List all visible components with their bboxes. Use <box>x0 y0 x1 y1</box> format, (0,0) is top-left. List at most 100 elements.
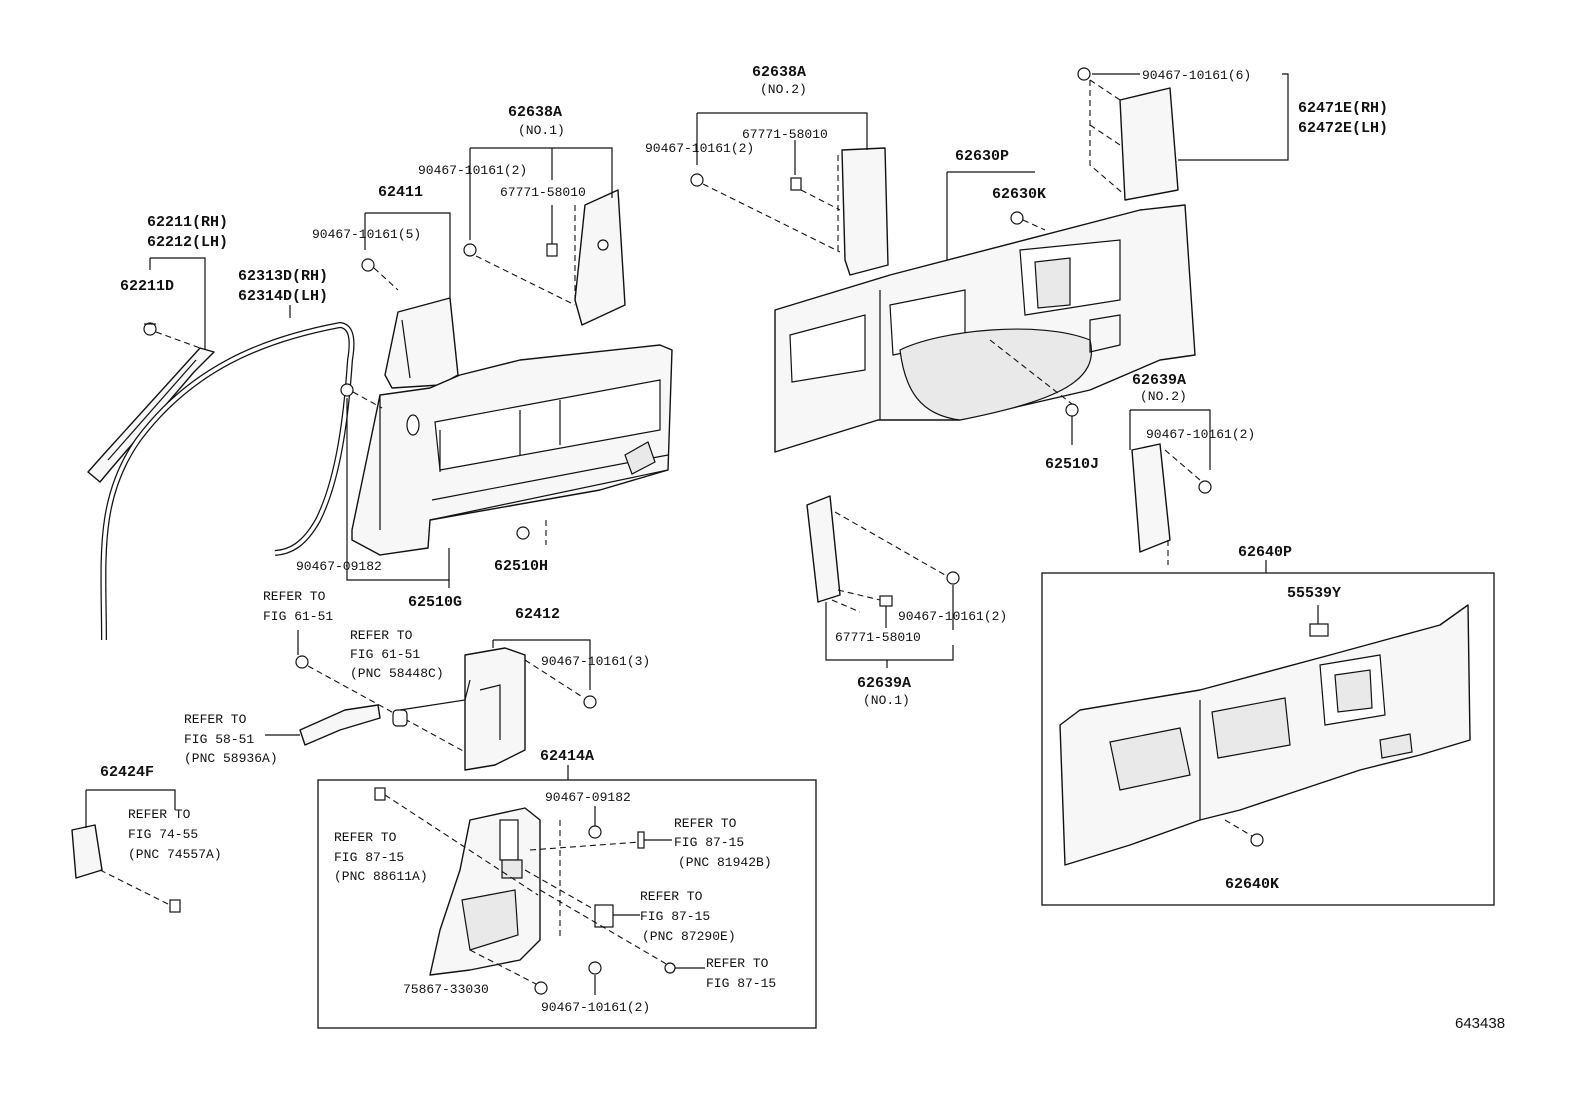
label-pnc-88611A: (PNC 88611A) <box>334 869 428 884</box>
label-clip-6: 90467-10161(6) <box>1142 68 1251 83</box>
label-refer-to-1: REFER TO <box>263 589 326 604</box>
label-no1: (NO.1) <box>518 123 565 138</box>
label-clip-09182b: 90467-09182 <box>545 790 631 805</box>
label-62414A: 62414A <box>540 748 594 765</box>
clip-75867-icon <box>534 981 548 995</box>
label-62424F: 62424F <box>100 764 154 781</box>
clip-62640K-icon <box>1250 833 1264 847</box>
label-62640K: 62640K <box>1225 876 1279 893</box>
label-62510H: 62510H <box>494 558 548 575</box>
label-refer-to-6: REFER TO <box>334 830 397 845</box>
quarter-upper-trim-62411[interactable] <box>384 297 459 389</box>
label-62412: 62412 <box>515 606 560 623</box>
label-62639A-no2: 62639A <box>1132 372 1186 389</box>
grommet-58448C-icon <box>392 709 408 727</box>
label-clip-09182a: 90467-09182 <box>296 559 382 574</box>
label-62211D: 62211D <box>120 278 174 295</box>
label-62212: 62212(LH) <box>147 234 228 251</box>
label-75867: 75867-33030 <box>403 982 489 997</box>
label-62639A-no1: 62639A <box>857 675 911 692</box>
label-fig-58-51: FIG 58-51 <box>184 732 254 747</box>
label-62510J: 62510J <box>1045 456 1099 473</box>
clip-refer-61-51-icon <box>295 655 309 669</box>
label-refer-to-7: REFER TO <box>640 889 703 904</box>
side-trim-62414A[interactable] <box>429 807 541 976</box>
label-fig-87-15c: FIG 87-15 <box>640 909 710 924</box>
pillar-garnish-62638A-no2[interactable] <box>841 147 889 276</box>
label-bracket-a: 67771-58010 <box>500 185 586 200</box>
pillar-garnish-62638A-no1[interactable] <box>574 189 626 326</box>
label-fig-87-15b: FIG 87-15 <box>334 850 404 865</box>
label-62640P: 62640P <box>1238 544 1292 561</box>
clip-62630K-icon <box>1010 211 1024 225</box>
clip-3-icon <box>583 695 597 709</box>
label-bracket-b: 67771-58010 <box>742 127 828 142</box>
label-clip-2a: 90467-10161(2) <box>418 163 527 178</box>
clip-09182a-icon <box>340 383 354 397</box>
connector-87290E-icon <box>594 904 614 928</box>
label-62471E: 62471E(RH) <box>1298 100 1388 117</box>
bracket-58936A-icon[interactable] <box>299 704 381 746</box>
label-62510G: 62510G <box>408 594 462 611</box>
label-pnc-81942B: (PNC 81942B) <box>678 855 772 870</box>
label-pnc-58448C: (PNC 58448C) <box>350 666 444 681</box>
clip-5-icon <box>361 258 375 272</box>
a-pillar-garnish[interactable] <box>87 347 215 483</box>
label-refer-to-3: REFER TO <box>184 712 247 727</box>
label-62211: 62211(RH) <box>147 214 228 231</box>
label-62638A-no2: 62638A <box>752 64 806 81</box>
door-weatherstrip[interactable] <box>100 321 355 641</box>
label-clip-2e: 90467-10161(2) <box>541 1000 650 1015</box>
label-bracket-c: 67771-58010 <box>835 630 921 645</box>
label-clip-2b: 90467-10161(2) <box>645 141 754 156</box>
label-62313D: 62313D(RH) <box>238 268 328 285</box>
label-no2: (NO.2) <box>760 82 807 97</box>
quarter-trim-panel-62640P[interactable] <box>1059 604 1471 866</box>
label-refer-to-4: REFER TO <box>128 807 191 822</box>
clip-09182b-icon <box>588 825 602 839</box>
side-trim-62412[interactable] <box>464 647 526 771</box>
clip-refer-87-15d-icon <box>664 962 676 974</box>
clip-55539Y-icon <box>1309 623 1329 637</box>
clip-2b-icon <box>690 173 704 187</box>
label-fig-74-55: FIG 74-55 <box>128 827 198 842</box>
label-62411: 62411 <box>378 184 423 201</box>
label-no1b: (NO.1) <box>863 693 910 708</box>
label-62630K: 62630K <box>992 186 1046 203</box>
label-clip-5: 90467-10161(5) <box>312 227 421 242</box>
label-pnc-58936A: (PNC 58936A) <box>184 751 278 766</box>
diagram-id: 643438 <box>1455 1015 1505 1032</box>
clip-88611A-icon <box>374 787 386 801</box>
label-refer-to-8: REFER TO <box>706 956 769 971</box>
clip-81942B-icon <box>637 831 645 849</box>
clip-62211D-icon <box>143 322 157 336</box>
label-clip-2c: 90467-10161(2) <box>1146 427 1255 442</box>
clip-62510H-icon <box>516 526 530 540</box>
assembly-box-62414A <box>317 779 817 1029</box>
label-refer-to-2: REFER TO <box>350 628 413 643</box>
label-no2b: (NO.2) <box>1140 389 1187 404</box>
bracket-a-icon <box>546 243 558 257</box>
label-refer-to-5: REFER TO <box>674 816 737 831</box>
cover-62424F[interactable] <box>71 824 103 879</box>
label-62630P: 62630P <box>955 148 1009 165</box>
pillar-garnish-62639A-no2[interactable] <box>1131 443 1171 553</box>
label-62472E: 62472E(LH) <box>1298 120 1388 137</box>
label-fig-87-15a: FIG 87-15 <box>674 835 744 850</box>
label-fig-61-51: FIG 61-51 <box>263 609 333 624</box>
pillar-garnish-62639A-no1[interactable] <box>806 495 841 603</box>
clip-2e-icon <box>588 961 602 975</box>
assembly-box-62640P <box>1041 572 1495 906</box>
bracket-b-icon <box>790 177 802 191</box>
label-clip-2d: 90467-10161(2) <box>898 609 1007 624</box>
clip-2d-icon <box>946 571 960 585</box>
back-pillar-garnish-62471E[interactable] <box>1119 87 1179 201</box>
bracket-c-icon <box>879 595 893 607</box>
quarter-trim-panel-62630P[interactable] <box>774 204 1196 453</box>
label-fig-87-15d: FIG 87-15 <box>706 976 776 991</box>
quarter-trim-panel-62510G[interactable] <box>351 344 673 556</box>
label-55539Y: 55539Y <box>1287 585 1341 602</box>
label-pnc-74557A: (PNC 74557A) <box>128 847 222 862</box>
label-clip-3: 90467-10161(3) <box>541 654 650 669</box>
